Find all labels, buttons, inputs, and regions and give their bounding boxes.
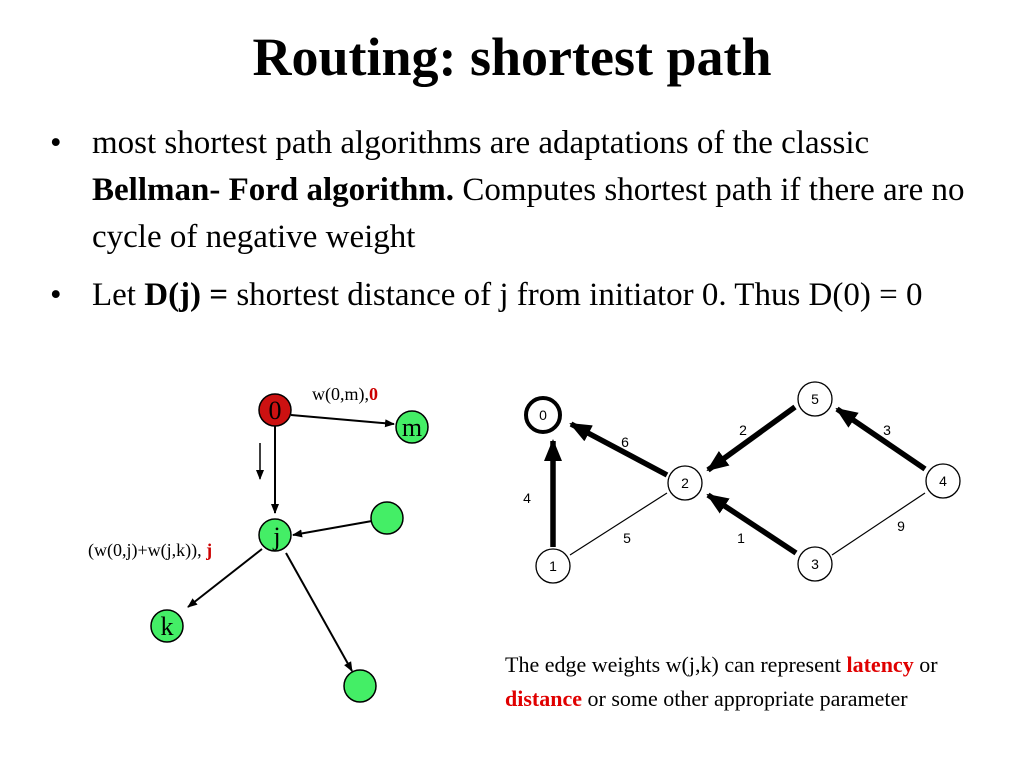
- node-label-j: j: [272, 522, 280, 551]
- caption-highlight-latency: latency: [846, 652, 914, 677]
- bullet-text-part: most shortest path algorithms are adapta…: [92, 125, 870, 161]
- node-label-0: 0: [269, 396, 282, 425]
- graph-node-label-4: 4: [939, 473, 947, 489]
- node-label-m: m: [402, 413, 422, 442]
- bullet-text-part: shortest distance of j from initiator 0.…: [228, 277, 923, 313]
- graph-node-label-3: 3: [811, 556, 819, 572]
- leaf-node: [343, 669, 377, 703]
- weight-2-0: 6: [621, 434, 629, 450]
- bullet-text: Let D(j) = shortest distance of j from i…: [92, 272, 970, 319]
- graph-node-4: [925, 463, 961, 499]
- edge-label-0-m: w(0,m),0: [312, 384, 378, 405]
- weight-4-3: 9: [897, 518, 905, 534]
- bullet-text-bold: D(j) =: [144, 277, 229, 313]
- graph-node-label-2: 2: [681, 475, 689, 491]
- graph-node-0: [524, 396, 562, 434]
- graph-node-1: [535, 548, 571, 584]
- edge-0-m: [290, 414, 395, 428]
- caption-text: The edge weights w(j,k) can represent: [505, 652, 847, 677]
- bullet-symbol: •: [50, 125, 62, 161]
- edge-5-2: [706, 404, 797, 473]
- graph-node-label-0: 0: [539, 407, 547, 423]
- weight-5-2: 2: [739, 422, 747, 438]
- edge-2-0: [569, 421, 669, 478]
- node-k: [150, 609, 184, 643]
- weight-4-5: 3: [883, 422, 891, 438]
- edge-4-3: [831, 492, 926, 556]
- edge-node-j: [292, 520, 373, 538]
- graph-node-5: [797, 381, 833, 417]
- edge-3-2: [706, 492, 798, 556]
- edge-j-leaf: [285, 552, 353, 672]
- graph-node-label-1: 1: [549, 558, 557, 574]
- slide-title: Routing: shortest path: [252, 27, 772, 87]
- propagation-tree-diagram: 0 m j k w(0,m),0 (w(0,j)+w(j,k)), j: [88, 384, 429, 703]
- bullet-text: most shortest path algorithms are adapta…: [92, 120, 970, 261]
- node-j: [258, 518, 292, 552]
- neighbor-node: [370, 501, 404, 535]
- bullet-distance-definition: • Let D(j) = shortest distance of j from…: [50, 272, 970, 372]
- edge-label-j-k: (w(0,j)+w(j,k)), j: [88, 540, 212, 561]
- bullet-text-part: Let: [92, 277, 145, 313]
- edge-j-k: [187, 548, 263, 608]
- graph-node-label-5: 5: [811, 391, 819, 407]
- weighted-graph-diagram: 0 1 2 3 4 5 4 6 5 2 1 3 9: [523, 381, 961, 584]
- bullet-bellman-ford: • most shortest path algorithms are adap…: [50, 120, 970, 270]
- edge-1-2: [569, 492, 668, 556]
- bullet-text-bold: Bellman- Ford algorithm.: [92, 172, 455, 208]
- bullet-symbol: •: [50, 277, 62, 313]
- weight-1-2: 5: [623, 530, 631, 546]
- graph-node-3: [797, 546, 833, 582]
- node-m: [395, 410, 429, 444]
- weight-3-2: 1: [737, 530, 745, 546]
- initiator-node-0: [258, 393, 292, 427]
- caption-text: or: [913, 652, 938, 677]
- weight-1-0: 4: [523, 490, 531, 506]
- graph-node-2: [667, 465, 703, 501]
- caption: The edge weights w(j,k) can represent la…: [505, 648, 975, 716]
- bullet-text-part: Computes shortest path if there are no c…: [92, 172, 965, 255]
- caption-text: or some other appropriate parameter: [582, 686, 908, 711]
- edge-4-5: [835, 406, 927, 472]
- node-label-k: k: [161, 612, 174, 641]
- caption-highlight-distance: distance: [505, 686, 582, 711]
